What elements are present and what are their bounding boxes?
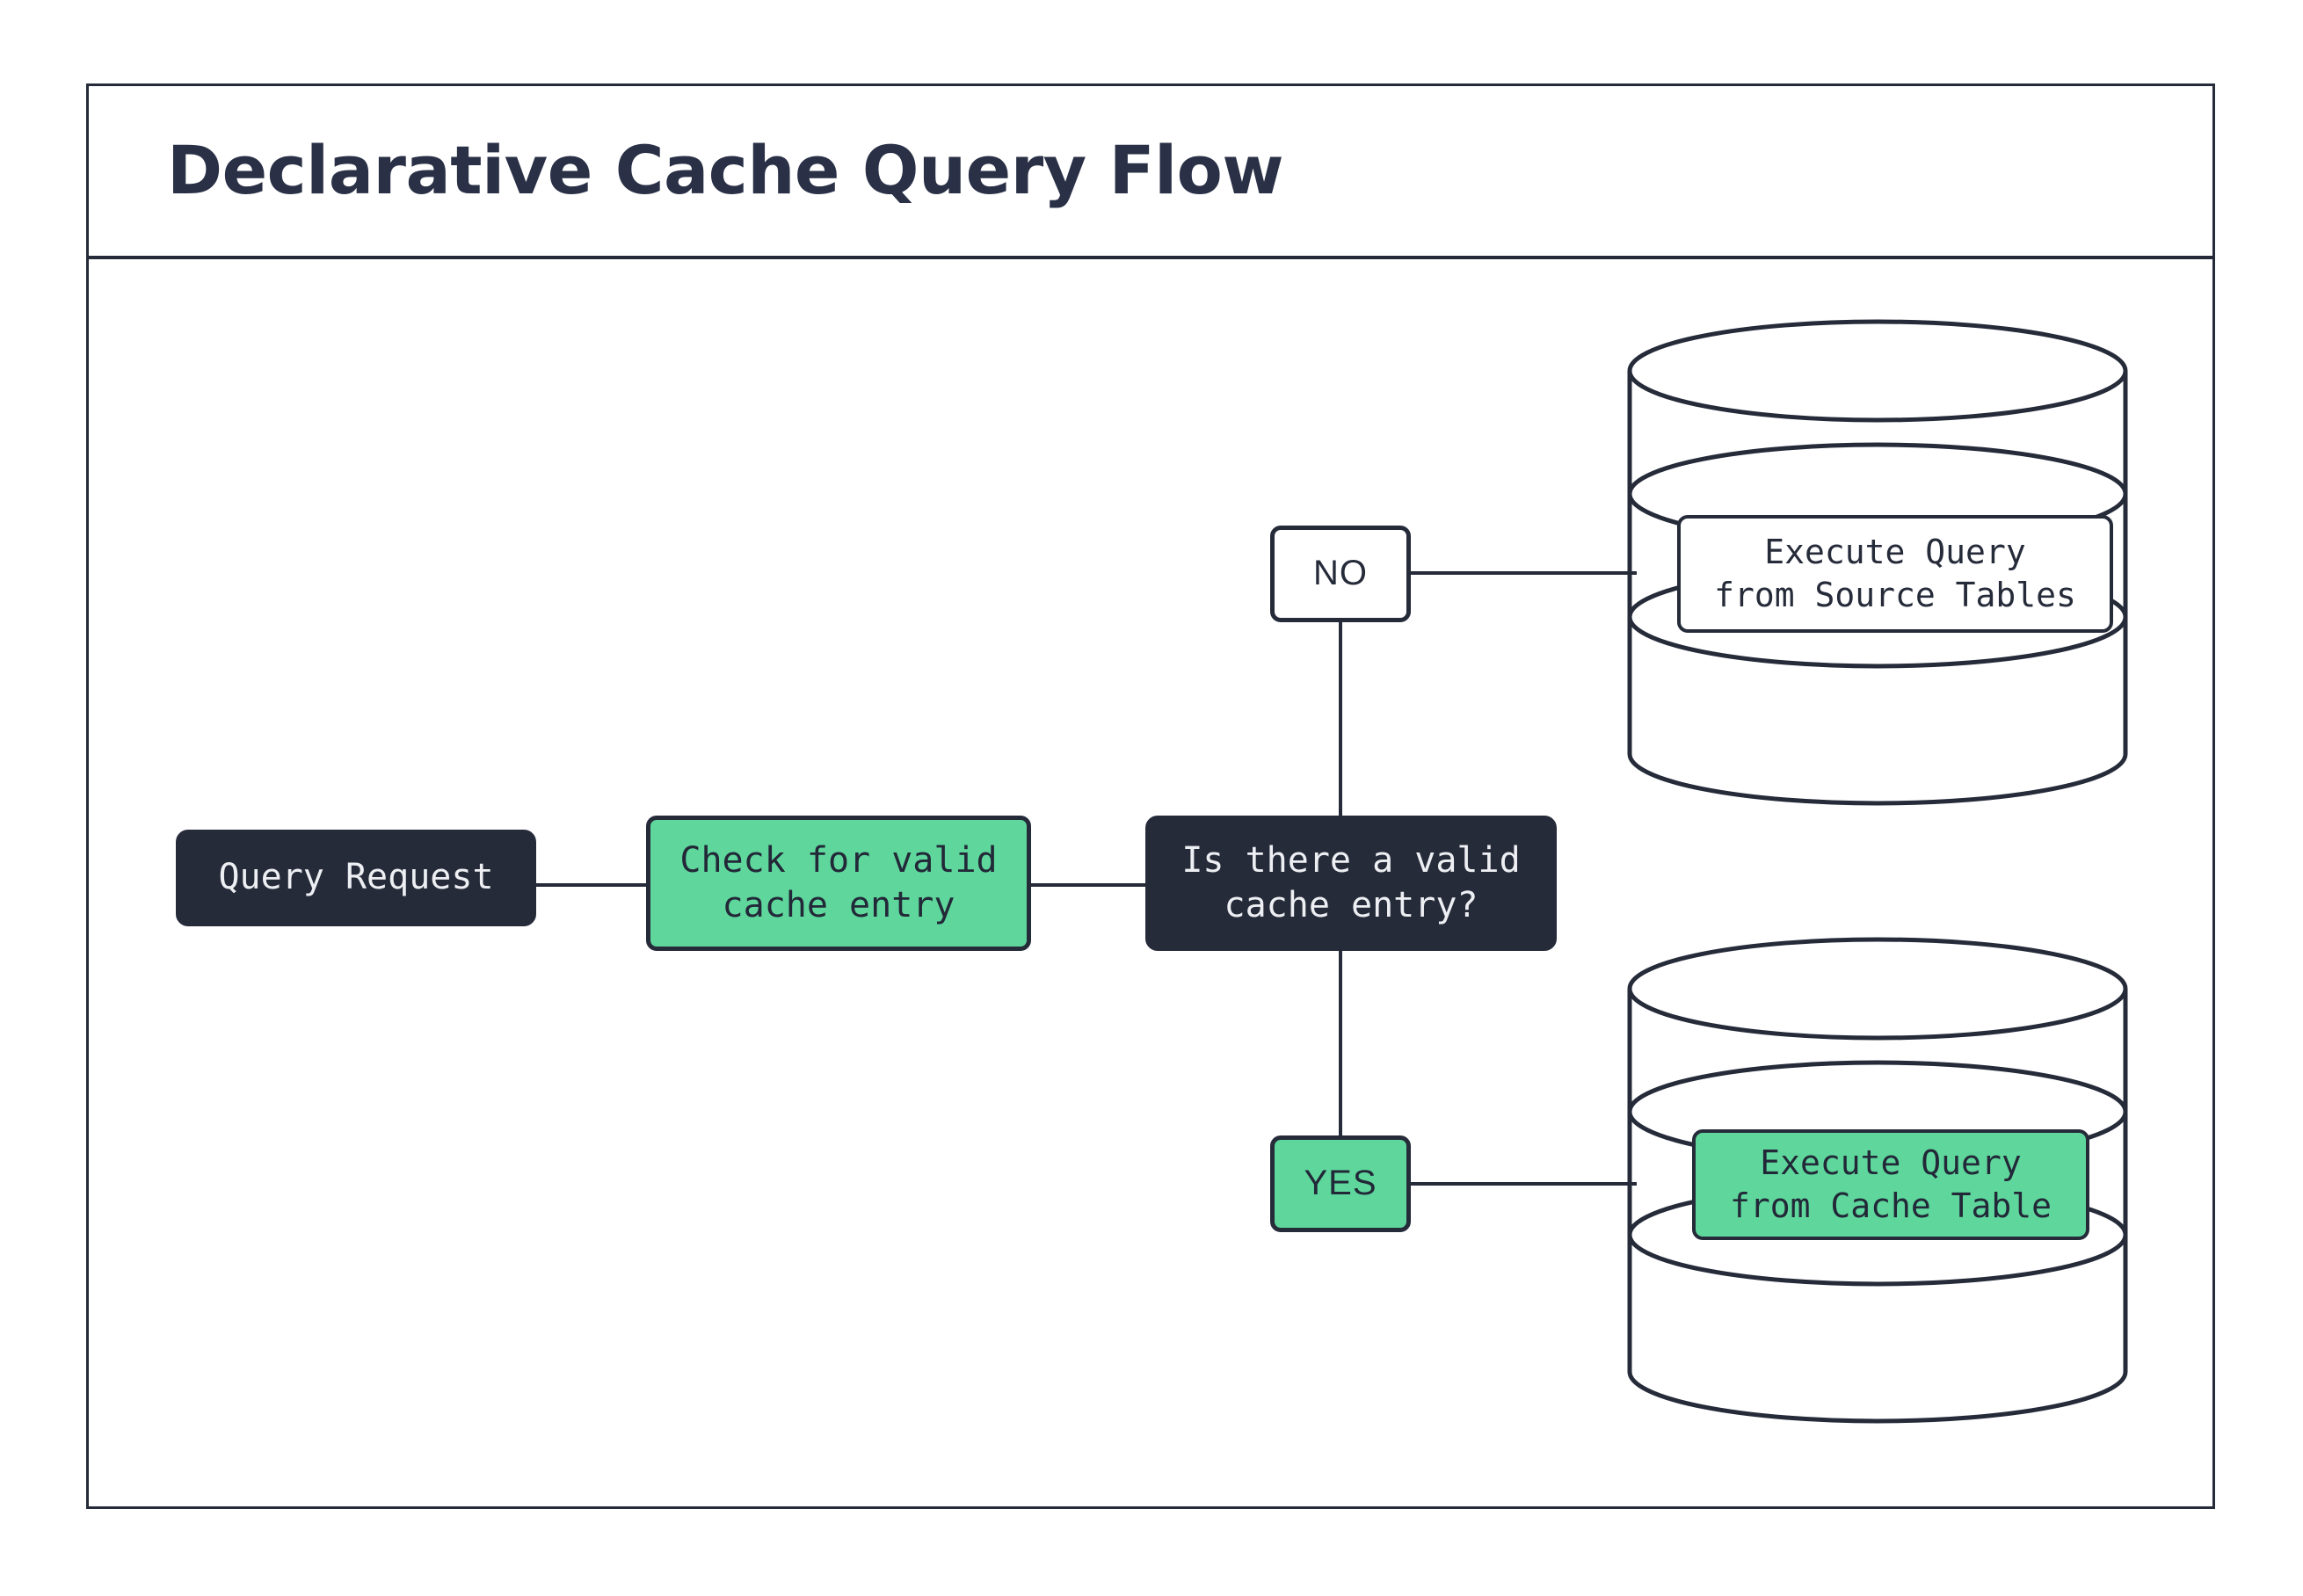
page-title: Declarative Cache Query Flow (167, 130, 1284, 209)
edge-yes-to-cache-database (1408, 1182, 1637, 1186)
node-execute-query-from-cache-table[interactable]: Execute Query from Cache Table (1692, 1129, 2089, 1240)
node-check-for-valid-cache-entry[interactable]: Check for valid cache entry (646, 816, 1031, 951)
node-execute-query-from-source-tables[interactable]: Execute Query from Source Tables (1677, 515, 2113, 633)
edge-label-no[interactable]: NO (1270, 526, 1411, 622)
edge-check-cache-to-decision (1028, 883, 1148, 887)
node-query-request[interactable]: Query Request (176, 830, 536, 926)
title-bar: Declarative Cache Query Flow (86, 83, 2215, 259)
node-decision-valid-cache-entry[interactable]: Is there a valid cache entry? (1145, 816, 1557, 951)
edge-label-yes[interactable]: YES (1270, 1135, 1411, 1232)
edge-decision-to-yes (1339, 949, 1342, 1137)
edge-no-to-source-database (1408, 571, 1637, 575)
edge-query-request-to-check-cache (534, 883, 649, 887)
edge-decision-to-no (1339, 619, 1342, 817)
diagram-frame (86, 83, 2215, 1509)
